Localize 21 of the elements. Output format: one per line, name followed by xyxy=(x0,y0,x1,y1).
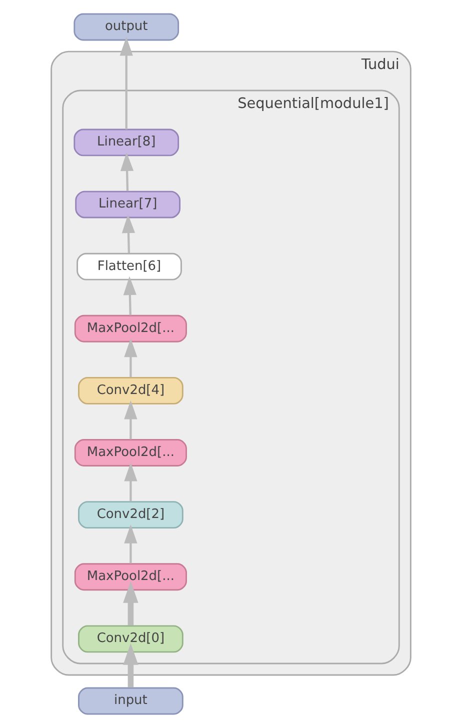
arrow xyxy=(120,36,133,130)
node-box: MaxPool2d[... xyxy=(74,563,187,591)
arrow xyxy=(124,338,138,378)
arrow xyxy=(122,214,136,254)
node-box: Conv2d[4] xyxy=(78,376,184,404)
node-box: Conv2d[2] xyxy=(78,501,184,529)
arrow xyxy=(123,276,136,316)
arrow xyxy=(124,462,138,502)
node-box: Linear[8] xyxy=(74,128,180,156)
arrow xyxy=(120,152,134,192)
node-box: input xyxy=(78,687,184,715)
node-box: Conv2d[0] xyxy=(78,625,184,653)
node-box: MaxPool2d[... xyxy=(74,314,187,342)
arrow xyxy=(123,643,138,688)
arrow xyxy=(124,524,138,564)
node-box: output xyxy=(74,13,180,41)
node-box: Linear[7] xyxy=(75,190,180,218)
arrow xyxy=(124,400,138,440)
node-box: MaxPool2d[... xyxy=(74,439,187,466)
node-box: Flatten[6] xyxy=(76,252,182,280)
arrow xyxy=(123,581,138,626)
